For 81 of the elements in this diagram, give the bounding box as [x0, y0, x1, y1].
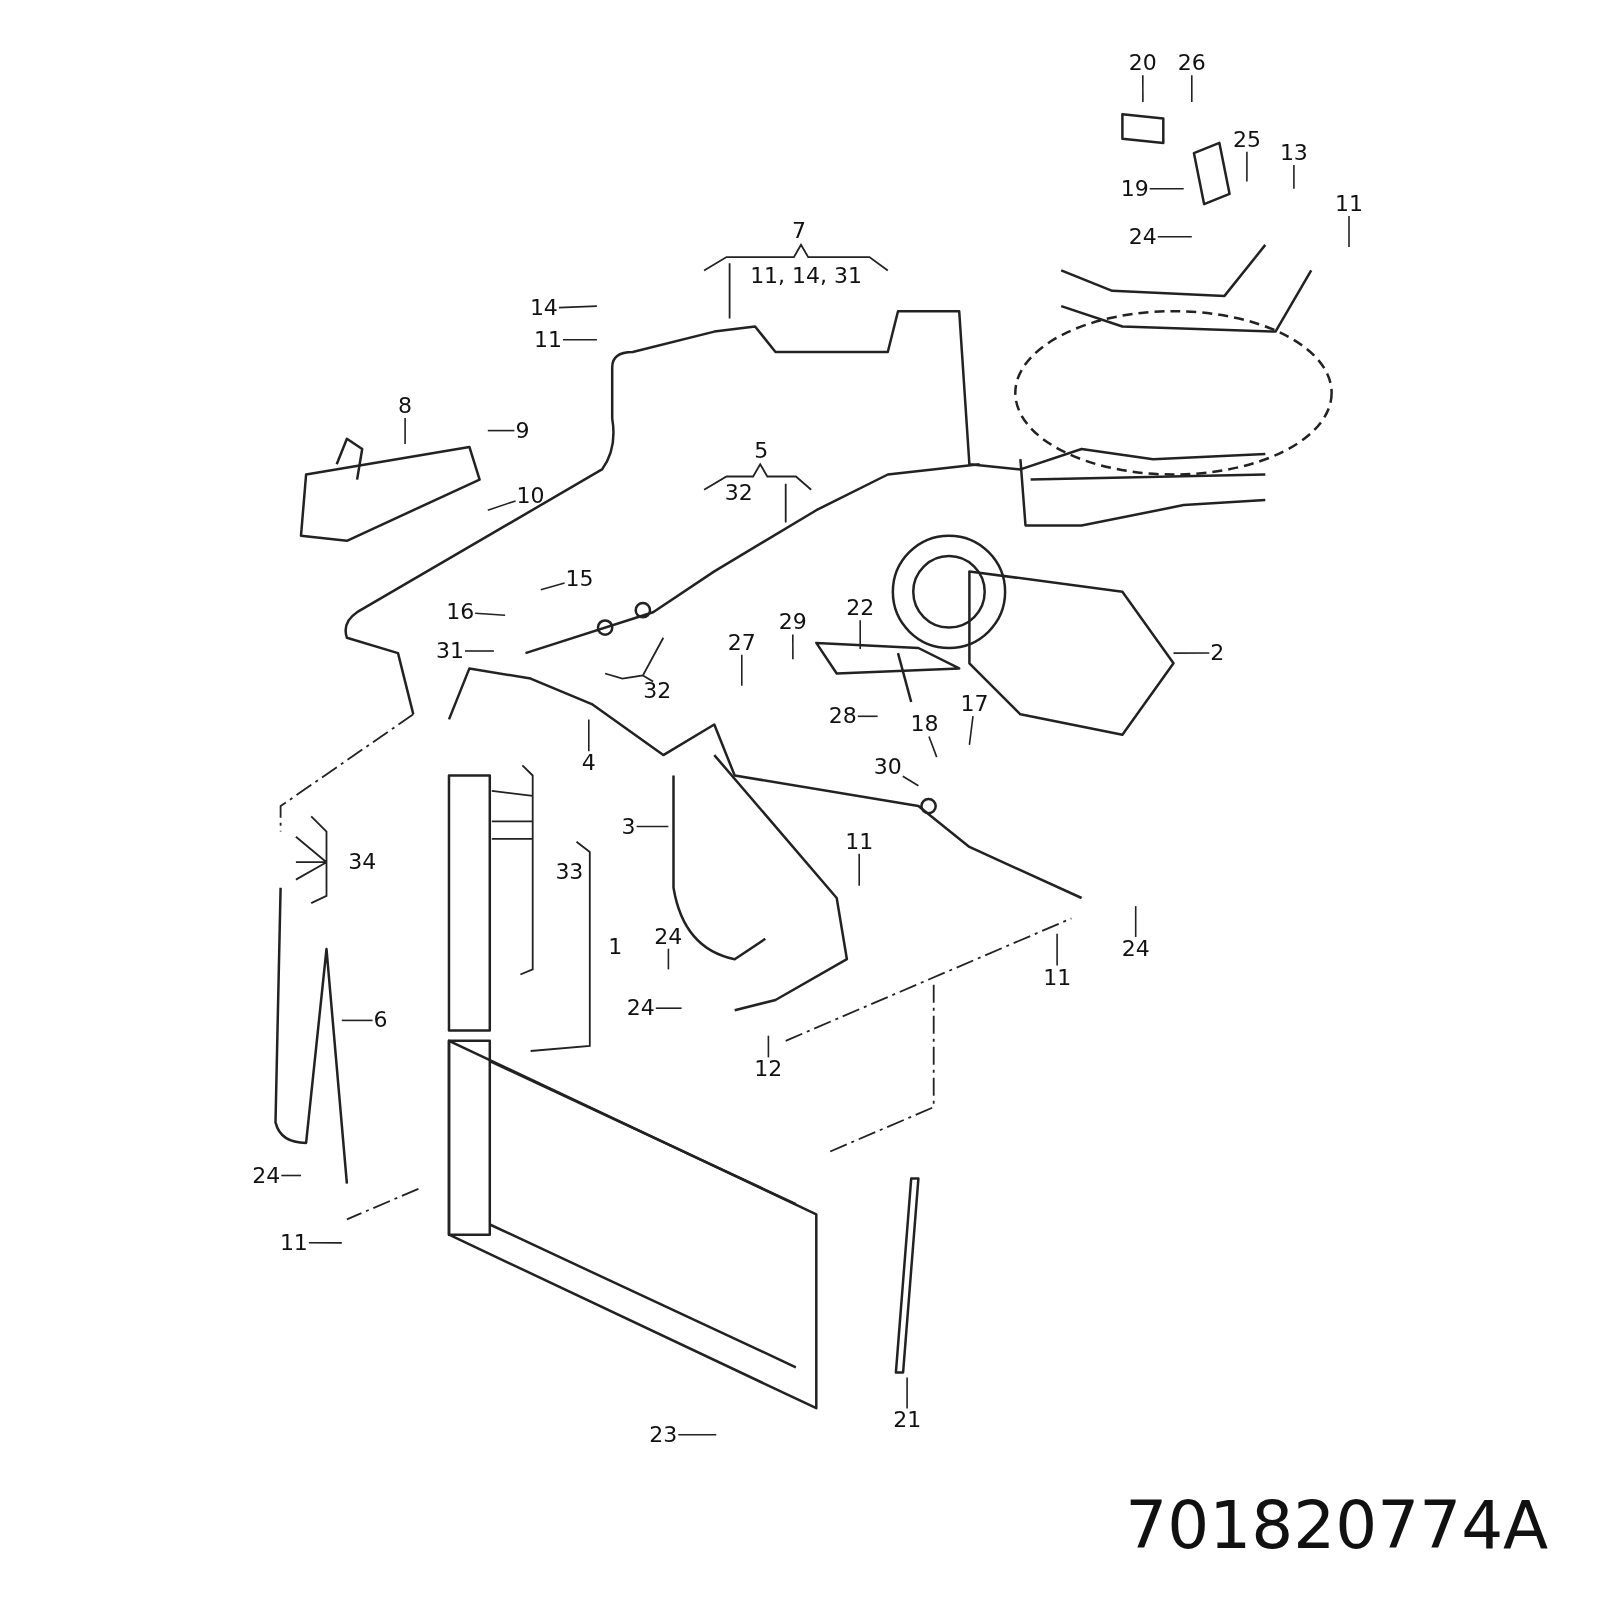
callout-number: 11	[1333, 192, 1364, 217]
callout-number: 11	[532, 327, 563, 352]
leader-line	[859, 619, 861, 650]
leader-line	[1191, 74, 1193, 103]
leader-line	[741, 654, 743, 687]
leader-line	[928, 735, 938, 758]
callout-number: 12	[753, 1057, 784, 1082]
leader-line	[1056, 932, 1058, 967]
leader-line	[667, 947, 670, 971]
callout-number: 13	[1278, 141, 1309, 166]
leader-line	[1246, 151, 1248, 183]
leader-line	[1293, 164, 1295, 190]
leader-line	[968, 715, 974, 746]
callout-number: 24	[625, 996, 656, 1021]
leader-line	[487, 500, 517, 511]
leader-line	[906, 1376, 908, 1410]
callout-number: 19	[1119, 176, 1150, 201]
leader-line	[767, 1034, 770, 1059]
callout-number: 32	[723, 480, 754, 505]
callout-number: 24	[1127, 224, 1158, 249]
leader-line	[857, 715, 879, 718]
callout-number: 11, 14, 31	[749, 263, 864, 288]
callout-number: 33	[554, 860, 585, 885]
callout-number: 24	[251, 1163, 282, 1188]
callout-number: 18	[909, 712, 940, 737]
callout-number: 2	[1209, 641, 1226, 666]
callout-number: 24	[653, 924, 684, 949]
callout-number: 26	[1176, 51, 1207, 76]
leader-line	[404, 417, 406, 445]
leader-line	[308, 1242, 343, 1244]
leader-line	[677, 1433, 718, 1436]
leader-line	[635, 825, 670, 828]
callout-number: 31	[435, 639, 465, 663]
part-number: 701820774A	[1124, 1490, 1550, 1561]
callout-number: 16	[445, 600, 476, 625]
leader-line	[464, 650, 495, 652]
leader-line	[902, 775, 920, 787]
callout-number: 10	[515, 483, 546, 508]
callout-number: 28	[827, 704, 858, 729]
callout-number: 5	[753, 439, 770, 463]
leader-line	[1134, 905, 1137, 938]
callout-number: 27	[726, 630, 757, 655]
leader-line	[280, 1174, 302, 1177]
leader-line	[1348, 215, 1350, 248]
leader-line	[558, 305, 598, 309]
leader-line	[487, 429, 516, 432]
callout-number: 32	[642, 678, 673, 703]
callout-number: 6	[372, 1008, 389, 1033]
callout-number: 34	[347, 850, 378, 875]
callout-number: 1	[607, 934, 624, 959]
callout-number: 20	[1127, 51, 1158, 76]
leader-line	[655, 1007, 683, 1009]
callout-number: 9	[514, 418, 531, 443]
callout-number: 29	[777, 610, 808, 635]
callout-number: 17	[959, 692, 990, 717]
callout-number: 11	[844, 829, 875, 854]
leader-line	[540, 582, 566, 591]
callout-number: 14	[528, 296, 559, 321]
callout-number: 11	[278, 1230, 309, 1255]
leader-line	[1142, 74, 1144, 103]
callout-number: 21	[892, 1408, 923, 1433]
callout-number: 25	[1231, 127, 1262, 152]
callout-number: 7	[790, 218, 807, 243]
leader-line	[1172, 652, 1211, 654]
leader-line	[562, 339, 598, 341]
leader-line	[1148, 188, 1185, 190]
leader-line	[792, 633, 794, 660]
callout-number: 24	[1120, 936, 1151, 961]
callout-number: 4	[580, 751, 597, 776]
callout-number: 23	[648, 1422, 679, 1447]
callout-number: 30	[872, 755, 903, 780]
leader-line	[588, 718, 590, 753]
callout-number: 3	[620, 814, 637, 839]
leader-line	[1157, 235, 1193, 238]
callout-number: 15	[564, 566, 595, 591]
leader-line	[474, 612, 506, 617]
callout-number: 8	[397, 394, 414, 419]
leader-line	[858, 853, 860, 887]
leader-line	[341, 1019, 374, 1022]
callout-number: 22	[845, 596, 876, 621]
callout-number: 11	[1042, 965, 1073, 990]
